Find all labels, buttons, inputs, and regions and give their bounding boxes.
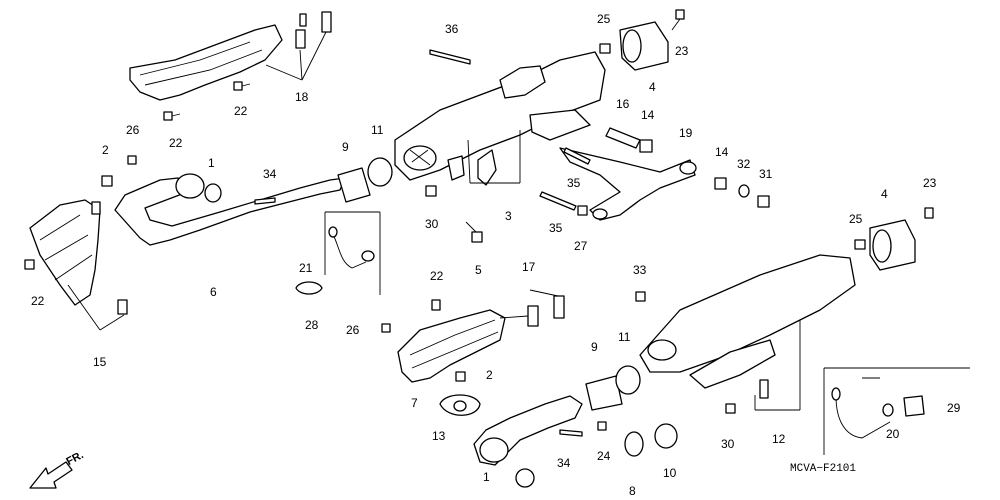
hardware-right-14-32-31: [714, 177, 770, 208]
bolts-upper: [163, 81, 251, 121]
front-direction-arrow: [29, 461, 73, 489]
callout-13: 13: [431, 429, 447, 443]
callout-16: 16: [615, 97, 631, 111]
callout-19: 19: [678, 126, 694, 140]
callout-12: 12: [771, 432, 787, 446]
muffler-band-4-top: [619, 21, 669, 71]
callout-22: 22: [429, 269, 445, 283]
callout-22: 22: [30, 294, 46, 308]
upper-muffler: [394, 51, 606, 181]
callout-14: 14: [640, 108, 656, 122]
callout-9: 9: [341, 140, 350, 154]
nut-25-top: [599, 43, 611, 54]
rear-heat-shield: [129, 24, 283, 101]
callout-35: 35: [566, 176, 582, 190]
callout-9: 9: [590, 340, 599, 354]
callout-3: 3: [504, 209, 513, 223]
lower-muffler: [639, 254, 856, 411]
diagram-code: MCVA−F2101: [790, 463, 857, 475]
callout-4: 4: [648, 80, 657, 94]
callout-14: 14: [714, 145, 730, 159]
muffler-bracket-19: [559, 147, 697, 221]
callout-1: 1: [482, 470, 491, 484]
bolts-26-2-lower: [381, 291, 646, 382]
callout-22: 22: [233, 104, 249, 118]
collar-16-14: [605, 127, 653, 153]
callout-24: 24: [596, 449, 612, 463]
bolts-34-24-30-lower: [559, 379, 769, 437]
bolts-35-27: [539, 147, 591, 216]
callout-27: 27: [573, 239, 589, 253]
callout-36: 36: [444, 22, 460, 36]
bolts-2-26-22: [24, 155, 276, 315]
gasket-7: [439, 394, 481, 416]
callout-23: 23: [922, 176, 938, 190]
callout-11: 11: [617, 330, 632, 344]
clamp-9-ring-11-top: [337, 157, 393, 203]
callout-22: 22: [168, 136, 184, 150]
callout-34: 34: [556, 456, 572, 470]
callout-28: 28: [304, 318, 320, 332]
callout-30: 30: [720, 437, 736, 451]
callout-25: 25: [596, 12, 612, 26]
callout-7: 7: [410, 396, 419, 410]
joint-ring-1-lower: [515, 468, 535, 488]
callout-17: 17: [521, 260, 537, 274]
exhaust-pipe-6: [114, 173, 346, 246]
sensor-box-21: [295, 211, 381, 295]
joint-ring-1: [204, 183, 222, 203]
callout-4: 4: [880, 187, 889, 201]
callout-32: 32: [736, 157, 752, 171]
nut-5-30: [425, 185, 483, 243]
front-heat-shield-15: [29, 199, 125, 331]
lower-heat-shield: [397, 299, 506, 383]
callout-34: 34: [262, 167, 278, 181]
exhaust-pipe-13: [473, 395, 583, 466]
bolt-23-top: [671, 9, 685, 31]
callout-20: 20: [885, 427, 901, 441]
heat-shield-clips-17: [499, 289, 565, 327]
callout-23: 23: [674, 44, 690, 58]
callout-8: 8: [628, 484, 637, 498]
callout-35: 35: [548, 221, 564, 235]
callout-10: 10: [662, 466, 678, 480]
stay-parts-3: [447, 130, 521, 186]
callout-25: 25: [848, 212, 864, 226]
callout-29: 29: [946, 401, 962, 415]
callout-15: 15: [92, 355, 108, 369]
callout-31: 31: [758, 167, 774, 181]
callout-2: 2: [485, 368, 494, 382]
muffler-band-4-lower: [869, 219, 916, 271]
callout-18: 18: [294, 90, 310, 104]
nut-25-bolt-23-lower: [854, 207, 934, 250]
callout-26: 26: [345, 323, 361, 337]
callout-2: 2: [101, 143, 110, 157]
callout-5: 5: [474, 263, 483, 277]
callout-1: 1: [207, 156, 216, 170]
callout-30: 30: [424, 217, 440, 231]
callout-33: 33: [632, 263, 648, 277]
clamp-9-ring-11-lower: [585, 365, 641, 411]
callout-26: 26: [125, 123, 141, 137]
sensor-inset-20: [823, 367, 970, 455]
callout-6: 6: [209, 285, 218, 299]
bolt-36: [429, 49, 471, 65]
callout-21: 21: [298, 261, 314, 275]
heat-shield-clips-18: [265, 11, 332, 81]
callout-11: 11: [370, 123, 385, 137]
clamp-8-ring-10: [624, 423, 678, 457]
